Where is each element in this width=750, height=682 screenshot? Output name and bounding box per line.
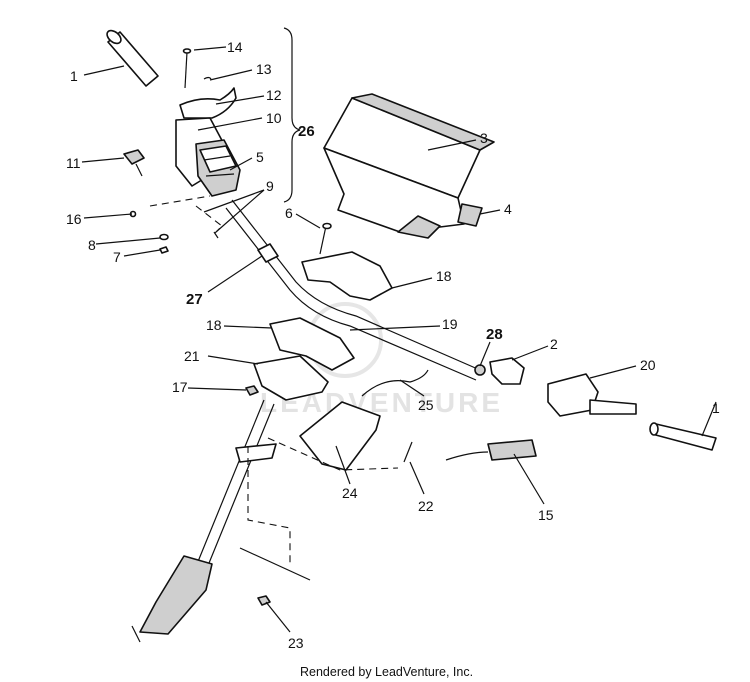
right-lever <box>489 357 525 385</box>
label-25-cable: 25 <box>418 397 434 413</box>
guide-line-c <box>247 446 291 566</box>
label-20-right-control: 20 <box>640 357 656 373</box>
spring-grip <box>487 439 537 461</box>
label-1-left-grip: 1 <box>70 68 78 84</box>
group-bracket-26 <box>283 27 301 203</box>
support-bracket <box>299 401 381 471</box>
label-11-clamp: 11 <box>66 155 81 171</box>
tube-collar <box>257 243 279 263</box>
handlebar-tube <box>225 199 481 381</box>
left-grip <box>106 29 159 87</box>
screw <box>213 231 219 239</box>
shroud-screw <box>319 222 332 255</box>
guide-line-d <box>267 437 399 471</box>
snap-ring <box>474 364 486 376</box>
pin <box>182 48 192 89</box>
label-16-nut: 16 <box>66 211 82 227</box>
label-2-right-lever: 2 <box>550 336 558 352</box>
right-grip <box>649 422 717 451</box>
lower-nut <box>257 595 271 606</box>
leader-lines <box>81 46 717 633</box>
mount-rod <box>239 547 311 581</box>
label-13-hairpin: 13 <box>256 61 272 77</box>
label-27-collar: 27 <box>186 291 203 308</box>
lower-mount-foot <box>139 555 213 635</box>
guide-line-a <box>149 195 211 207</box>
label-3-shroud: 3 <box>480 130 488 146</box>
guide-line-b <box>195 205 223 237</box>
mounting-plate <box>253 355 329 401</box>
label-6-screw: 6 <box>285 205 293 221</box>
washer <box>159 233 169 241</box>
bracket-bolt <box>403 441 413 463</box>
label-10-housing: 10 <box>266 110 282 126</box>
cable-clamp <box>123 149 145 177</box>
upper-clamp <box>301 251 393 301</box>
throttle-cable <box>361 369 429 397</box>
label-26-assembly: 26 <box>298 123 315 140</box>
foot-tip <box>131 625 141 643</box>
hex-nut <box>245 385 259 396</box>
control-housing <box>175 117 241 197</box>
label-14-pin: 14 <box>227 39 243 55</box>
throttle-lever <box>179 87 237 119</box>
label-18-lower-clamp: 18 <box>206 317 222 333</box>
label-15-spring: 15 <box>538 507 554 523</box>
label-18-upper-clamp: 18 <box>436 268 452 284</box>
spring-wire <box>445 451 489 461</box>
label-28-snap-ring: 28 <box>486 326 503 343</box>
hairpin-clip <box>203 76 212 80</box>
label-9-screw: 9 <box>266 178 274 194</box>
support-tube <box>187 399 277 591</box>
bolt-small <box>159 246 169 254</box>
right-control-housing <box>547 373 637 417</box>
label-17-nut: 17 <box>172 379 188 395</box>
label-24-bracket: 24 <box>342 485 358 501</box>
handlebar-shroud <box>323 93 495 239</box>
label-4-console: 4 <box>504 201 512 217</box>
label-21-plate: 21 <box>184 348 200 364</box>
label-8-washer: 8 <box>88 237 96 253</box>
label-7-bolt: 7 <box>113 249 121 265</box>
label-19-handlebar: 19 <box>442 316 458 332</box>
label-5-switch: 5 <box>256 149 264 165</box>
label-12-lever: 12 <box>266 87 282 103</box>
label-1-right-grip: 1 <box>712 400 720 416</box>
label-23-nut: 23 <box>288 635 304 651</box>
label-22-bolt: 22 <box>418 498 434 514</box>
lower-clamp <box>269 317 355 371</box>
footer-credit: Rendered by LeadVenture, Inc. <box>300 665 473 679</box>
